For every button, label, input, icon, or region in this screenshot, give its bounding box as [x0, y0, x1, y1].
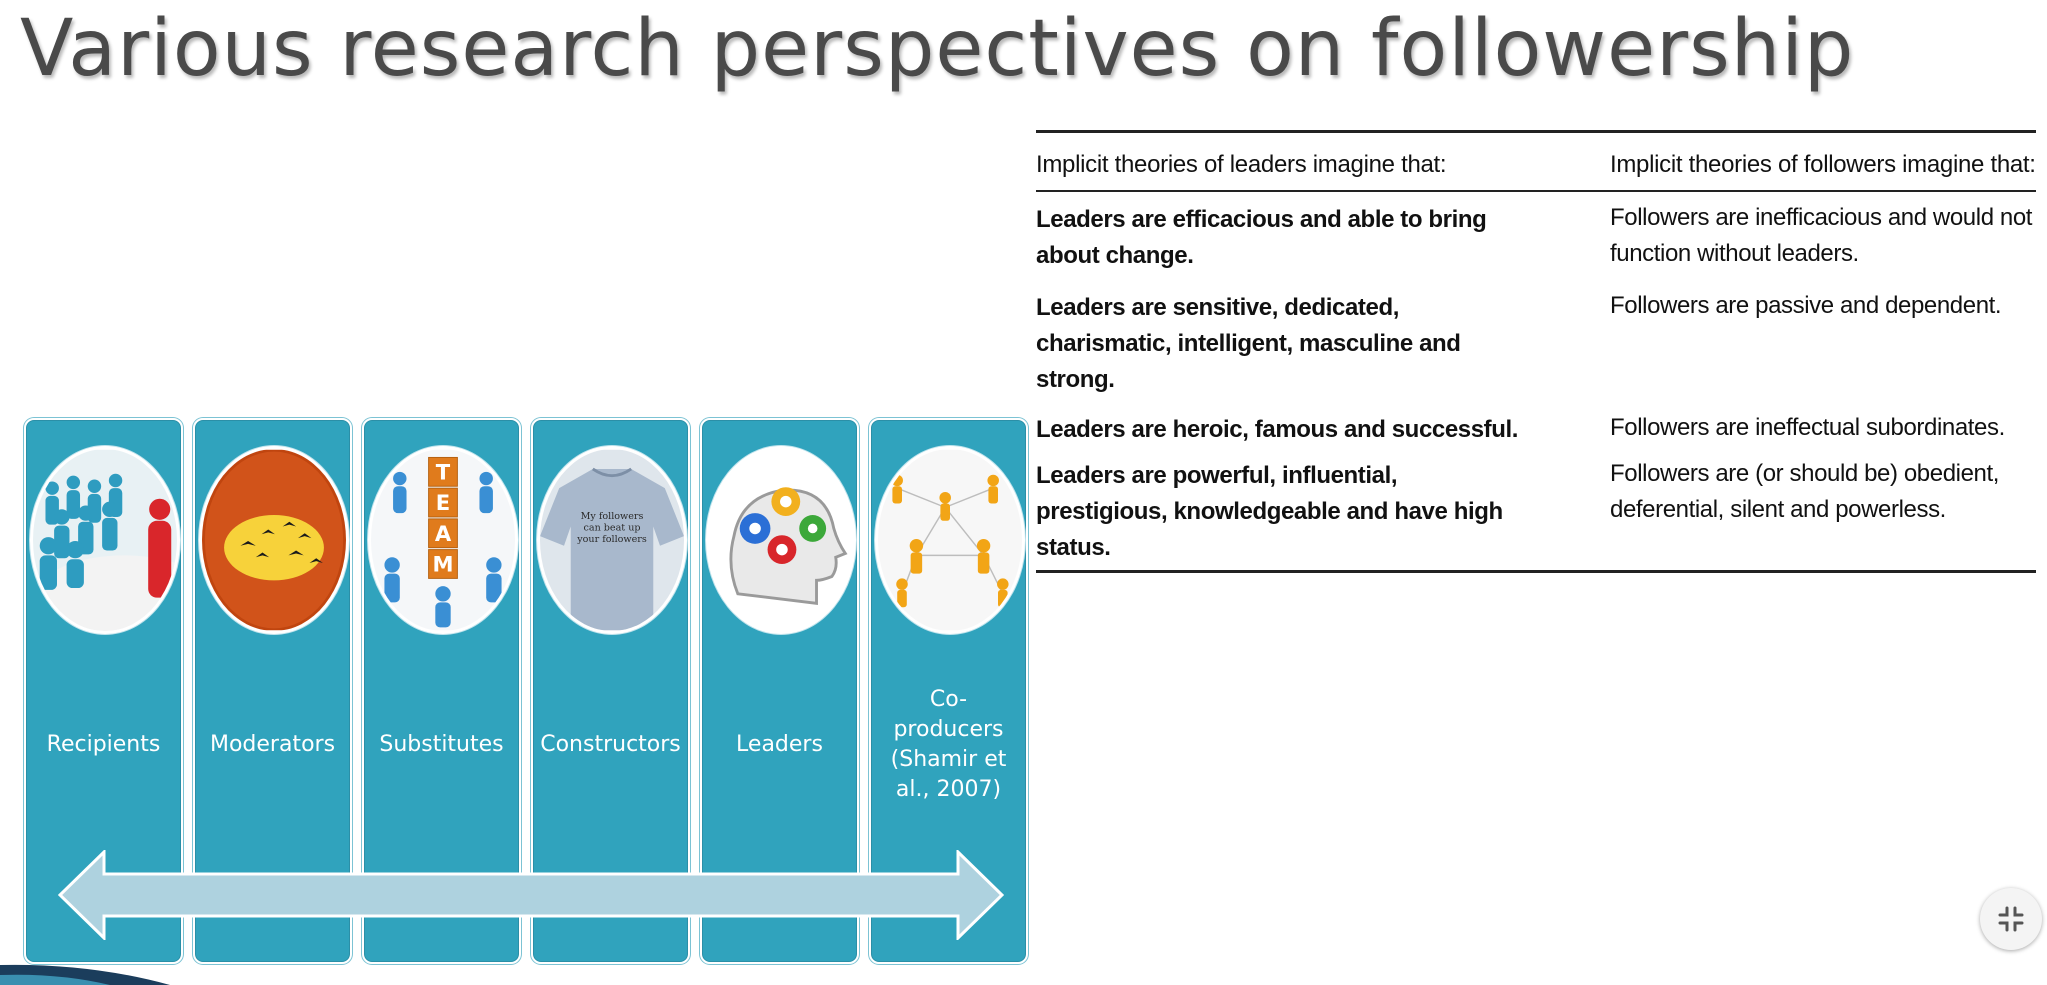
crowd-with-red-leader-icon	[30, 446, 180, 634]
team-letter: E	[436, 490, 450, 515]
team-blocks-icon: T E A M	[368, 446, 518, 634]
perspective-label: Leaders	[736, 732, 823, 757]
team-letter: M	[432, 552, 453, 577]
table-row-1-right: Followers are inefficacious and would no…	[1610, 204, 2033, 267]
team-letter: A	[435, 521, 452, 546]
head-gears-icon	[706, 446, 856, 634]
perspective-label: Constructors	[540, 732, 681, 757]
slide-title: Various research perspectives on followe…	[20, 4, 1855, 94]
perspective-label: Recipients	[46, 732, 161, 757]
table-row-4-right: Followers are (or should be) obedient,de…	[1610, 460, 2000, 523]
table-row-3-left: Leaders are heroic, famous and successfu…	[1036, 416, 1519, 443]
table-header-leaders: Implicit theories of leaders imagine tha…	[1036, 151, 1447, 178]
column-recipients: Recipients	[24, 418, 183, 964]
table-header-rule	[1036, 190, 2036, 192]
double-headed-arrow-icon	[58, 850, 1004, 940]
birds-flying-sunset-icon	[199, 446, 349, 634]
perspective-label: Substitutes	[379, 732, 504, 757]
team-letter: T	[436, 460, 451, 485]
table-row-2-left: Leaders are sensitive, dedicated,charism…	[1036, 294, 1461, 393]
table-header-followers: Implicit theories of followers imagine t…	[1610, 151, 2036, 178]
tshirt-line: can beat up	[584, 522, 641, 533]
perspective-label: Moderators	[209, 732, 336, 757]
implicit-theories-table: Implicit theories of leaders imagine tha…	[1036, 128, 2036, 576]
exit-fullscreen-icon	[1998, 906, 2024, 932]
tshirt-line: My followers	[581, 511, 644, 522]
slide-corner-decoration	[0, 964, 170, 985]
column-leaders: Leaders	[700, 418, 859, 964]
table-row-1-left: Leaders are efficacious and able to brin…	[1036, 206, 1487, 269]
tshirt-slogan-icon: My followers can beat up your followers	[537, 446, 687, 634]
table-row-4-left: Leaders are powerful, influential,presti…	[1036, 462, 1503, 561]
exit-fullscreen-button[interactable]	[1980, 888, 2042, 950]
perspective-label: Co- producers (Shamir et al., 2007)	[890, 687, 1007, 802]
tshirt-line: your followers	[576, 534, 647, 545]
table-top-rule	[1036, 130, 2036, 133]
table-row-2-right: Followers are passive and dependent.	[1610, 292, 2002, 319]
table-bottom-rule	[1036, 570, 2036, 573]
network-people-icon	[875, 446, 1025, 634]
table-row-3-right: Followers are ineffectual subordinates.	[1610, 414, 2005, 441]
